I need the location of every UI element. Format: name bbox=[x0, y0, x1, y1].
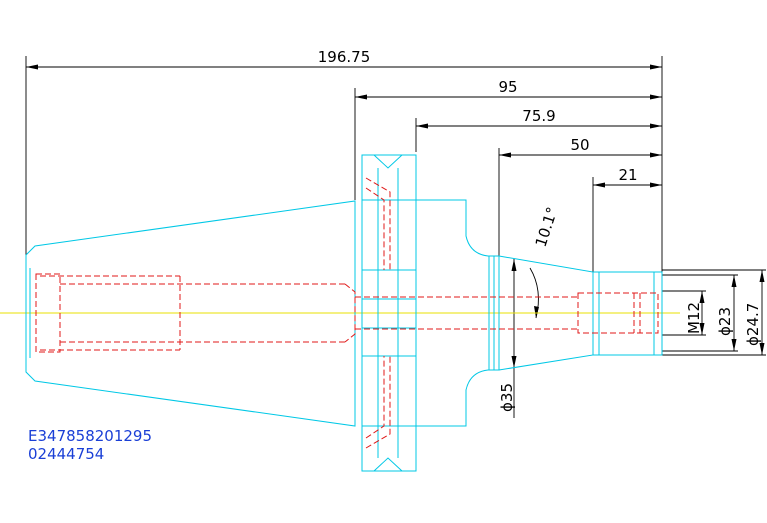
holder-outline bbox=[25, 154, 663, 472]
dim-dia-24-7: ϕ24.7 bbox=[744, 303, 762, 346]
dim-50: 50 bbox=[570, 136, 589, 154]
dim-overall-length: 196.75 bbox=[318, 48, 371, 66]
dim-95: 95 bbox=[498, 78, 517, 96]
dim-dia-23: ϕ23 bbox=[716, 307, 734, 336]
dim-dia-35: ϕ35 bbox=[498, 383, 516, 412]
part-code-line-1: E347858201295 bbox=[28, 427, 152, 445]
dim-thread-m12: M12 bbox=[685, 302, 703, 334]
part-code-line-2: 02444754 bbox=[28, 445, 104, 463]
dimension-lines bbox=[25, 56, 766, 418]
hidden-lines bbox=[35, 177, 659, 449]
dim-21: 21 bbox=[618, 166, 637, 184]
dim-75-9: 75.9 bbox=[522, 107, 555, 125]
dim-angle: 10.1° bbox=[532, 205, 562, 249]
